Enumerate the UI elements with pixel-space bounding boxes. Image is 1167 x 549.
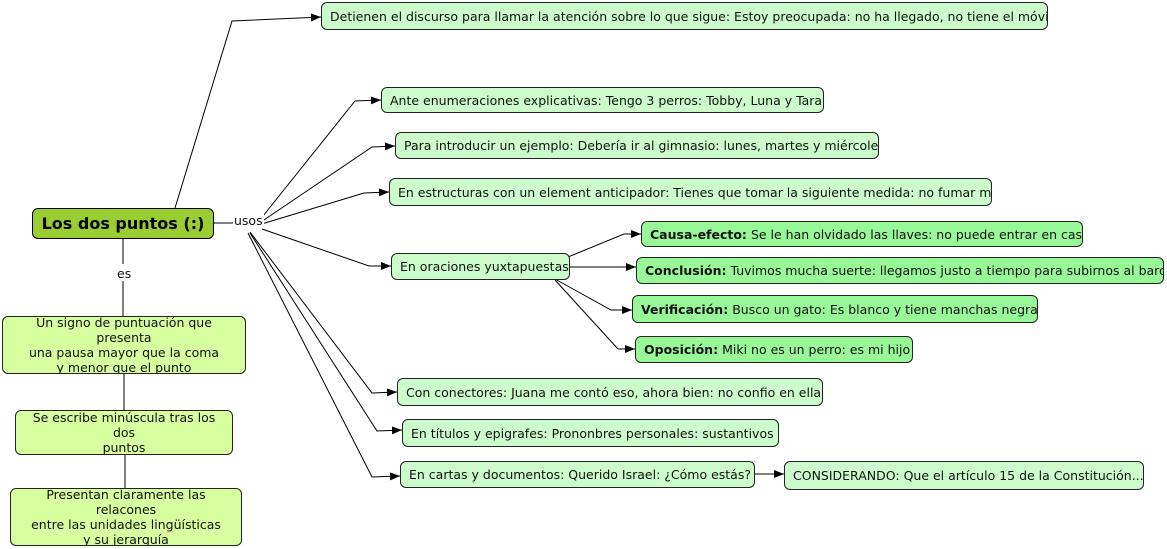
link-root-top [174,13,322,209]
node-conclusion[interactable]: Conclusión: Tuvimos mucha suerte: llegam… [636,257,1164,284]
node-causa-efecto[interactable]: Causa-efecto: Se le han olvidado las lla… [641,221,1083,247]
node-oposicion[interactable]: Oposición: Miki no es un perro: es mi hi… [635,336,913,363]
node-definicion[interactable]: Un signo de puntuación que presenta una … [2,316,246,374]
node-ejemplo[interactable]: Para introducir un ejemplo: Debería ir a… [395,132,879,159]
link-usos-yuxtapuestas [261,228,391,270]
link-label-usos: usos [233,213,264,228]
link-usos-anticipador [254,188,390,227]
link-usos-titulos [249,232,403,435]
node-verificacion[interactable]: Verificación: Busco un gato: Es blanco y… [632,295,1038,323]
example-text: Tuvimos mucha suerte: llegamos justo a t… [730,263,1164,278]
example-text: Busco un gato: Es blanco y tiene manchas… [732,301,1038,317]
example-text: Miki no es un perro: es mi hijo [722,342,911,357]
link-usos-ejemplo [254,142,396,227]
link-usos-cartas [247,232,401,481]
node-yuxtapuestas[interactable]: En oraciones yuxtapuestas [391,253,570,280]
node-enumeraciones[interactable]: Ante enumeraciones explicativas: Tengo 3… [381,87,824,113]
term-label: Verificación: [641,301,729,317]
link-yux-oposicion [554,279,635,353]
node-considerando[interactable]: CONSIDERANDO: Que el artículo 15 de la C… [784,461,1144,490]
link-yux-verificacion [554,278,632,314]
term-label: Oposición: [644,342,719,357]
root-node[interactable]: Los dos puntos (:) [32,208,214,239]
link-usos-conectores [249,231,398,397]
example-text: Se le han olvidado las llaves: no puede … [750,226,1083,242]
node-minuscula[interactable]: Se escribe minúscula tras los dos puntos [15,410,233,455]
node-conectores[interactable]: Con conectores: Juana me contó eso, ahor… [397,378,823,406]
term-label: Conclusión: [645,263,727,278]
node-titulos[interactable]: En títulos y epigrafes: Prononbres perso… [402,419,779,447]
link-yux-causa [567,230,641,258]
node-anticipador[interactable]: En estructuras con un element anticipado… [389,178,992,206]
term-label: Causa-efecto: [650,226,747,242]
node-cartas[interactable]: En cartas y documentos: Querido Israel: … [400,461,755,488]
node-detienen[interactable]: Detienen el discurso para llamar la aten… [321,2,1048,30]
link-label-es: es [116,266,133,281]
node-relaciones[interactable]: Presentan claramente las relacones entre… [10,488,242,546]
link-usos-enumeraciones [254,96,382,227]
